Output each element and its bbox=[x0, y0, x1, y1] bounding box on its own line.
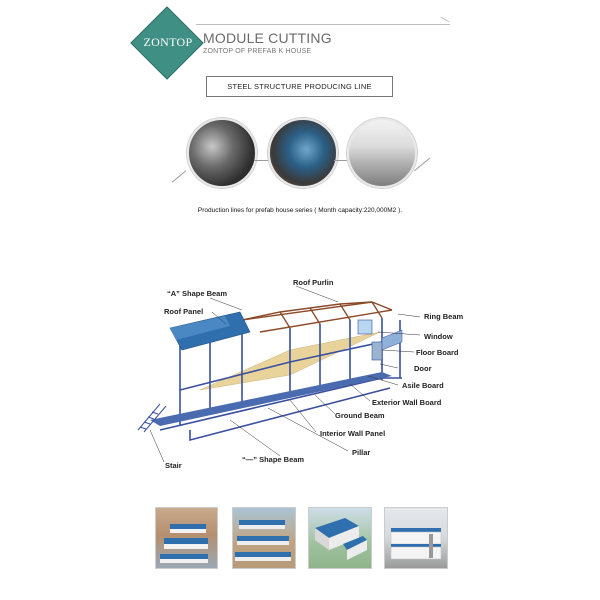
project-photo-rows bbox=[232, 507, 296, 569]
building-front-graphic bbox=[390, 528, 442, 560]
roll-forming-machine-photo bbox=[268, 118, 338, 188]
section-heading: STEEL STRUCTURE PRODUCING LINE bbox=[206, 76, 393, 97]
project-photo-building-front bbox=[384, 507, 448, 569]
label-roof-panel: Roof Panel bbox=[164, 307, 204, 316]
camp-buildings-graphic bbox=[160, 524, 208, 563]
page-subtitle: ZONTOP OF PREFAB K HOUSE bbox=[203, 48, 312, 55]
header-divider-end bbox=[440, 16, 450, 23]
logo-text: ZONTOP bbox=[143, 35, 193, 49]
label-dash-shape-beam: “—” Shape Beam bbox=[242, 455, 305, 464]
label-a-shape-beam: “A” Shape Beam bbox=[167, 289, 228, 298]
camp-rows-graphic bbox=[235, 520, 291, 561]
circle-connector bbox=[171, 170, 187, 183]
roof-panel-highlight bbox=[170, 316, 230, 340]
header-divider bbox=[196, 24, 450, 25]
circle-connector bbox=[414, 157, 430, 172]
steel-coil-photo bbox=[187, 118, 257, 188]
project-photo-aerial-camp bbox=[155, 507, 218, 569]
label-interior-wall-panel: Interior Wall Panel bbox=[320, 429, 386, 438]
label-roof-purlin: Roof Purlin bbox=[293, 278, 334, 287]
label-stair: Stair bbox=[165, 461, 182, 470]
label-ground-beam: Ground Beam bbox=[335, 411, 385, 420]
label-window: Window bbox=[424, 332, 453, 341]
label-asile-board: Asile Board bbox=[402, 381, 444, 390]
asile-board bbox=[150, 372, 392, 426]
project-photo-3d-render bbox=[308, 507, 372, 569]
label-floor-board: Floor Board bbox=[416, 348, 459, 357]
roof-truss bbox=[241, 301, 393, 333]
label-ring-beam: Ring Beam bbox=[424, 312, 464, 321]
prefab-house-diagram bbox=[137, 285, 421, 463]
label-pillar: Pillar bbox=[352, 448, 371, 457]
circle-connector bbox=[334, 160, 348, 161]
circle-connector bbox=[254, 160, 270, 161]
press-brake-photo bbox=[347, 118, 417, 188]
window bbox=[357, 319, 373, 335]
production-note: Production lines for prefab house series… bbox=[197, 207, 403, 214]
door bbox=[371, 341, 383, 361]
label-door: Door bbox=[414, 364, 432, 373]
render-graphic bbox=[315, 518, 367, 560]
stair bbox=[137, 403, 167, 433]
leader-lines bbox=[149, 285, 421, 463]
floor-board-edge bbox=[381, 329, 403, 351]
label-exterior-wall-board: Exterior Wall Board bbox=[372, 398, 442, 407]
page-title: MODULE CUTTING bbox=[203, 30, 332, 46]
